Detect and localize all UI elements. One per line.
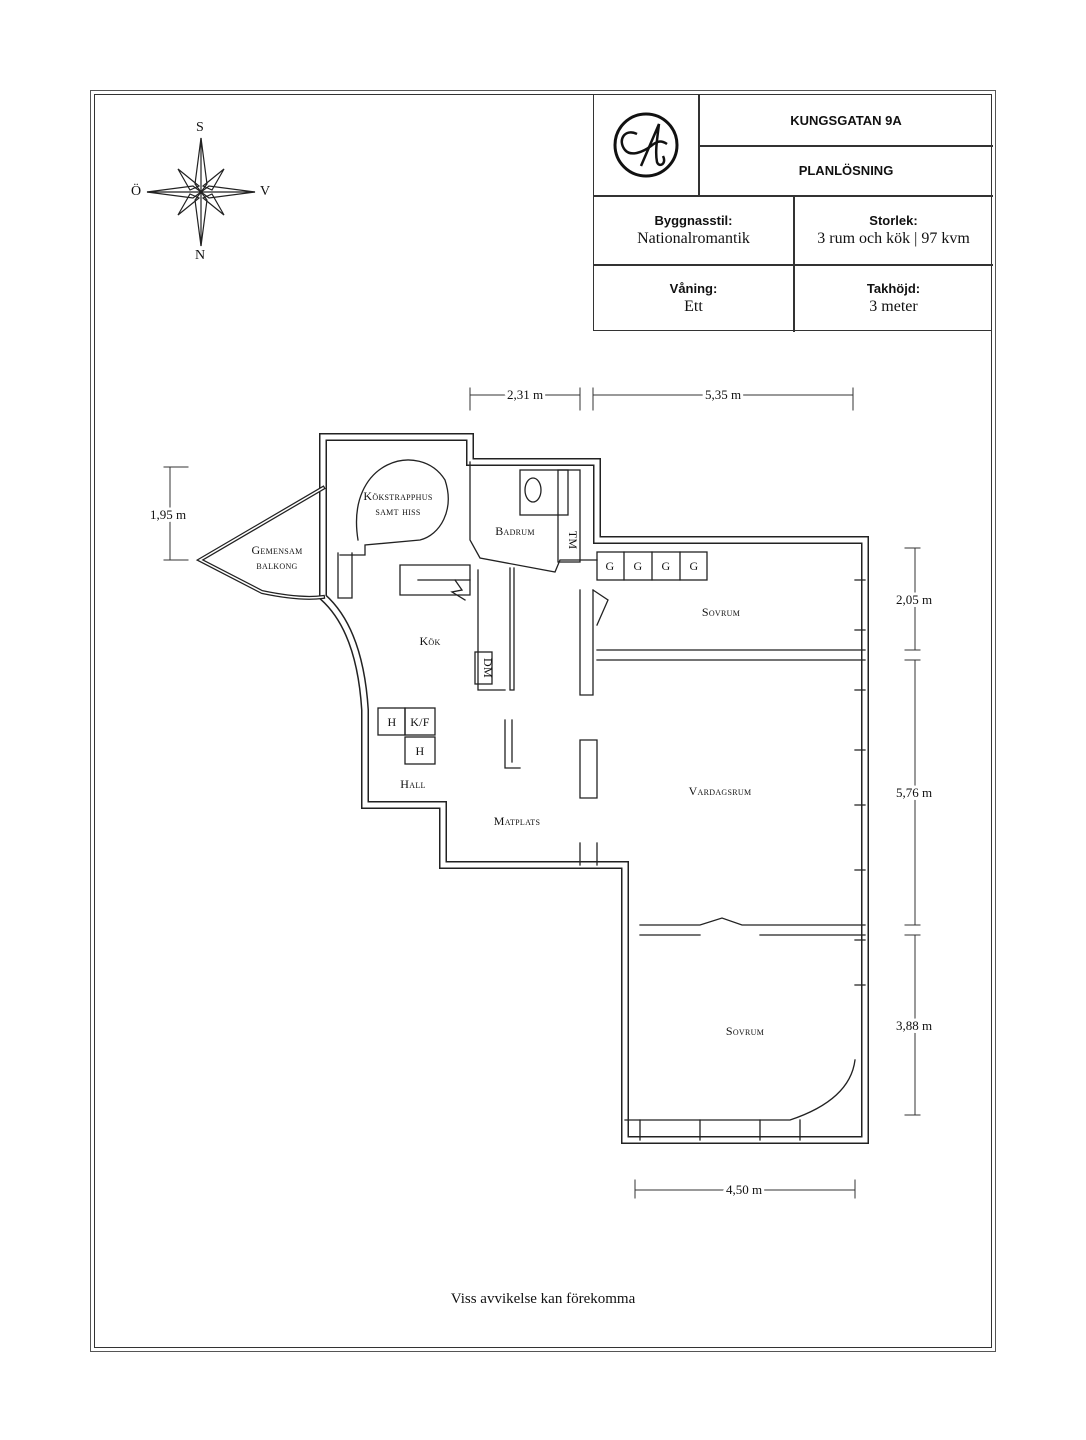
field-label: Våning: (669, 281, 718, 296)
dim-left: 1,95 m (150, 507, 186, 522)
room-label-stairwell: Kökstrapphus (363, 489, 432, 503)
room-label-bathroom: Badrum (495, 524, 535, 538)
room-label-bedroom: Sovrum (702, 605, 740, 619)
dim-top-left: 2,31 m (507, 387, 543, 402)
dimension-lines (163, 387, 921, 1199)
room-label-h: H (416, 744, 425, 758)
wardrobe-label: G (606, 559, 615, 573)
room-label-balcony: Gemensam (251, 543, 302, 557)
logo (594, 95, 698, 195)
outer-walls (319, 433, 869, 1144)
field-label: Byggnasstil: (654, 212, 733, 228)
room-label-balcony-sub: balkong (256, 558, 297, 572)
room-label-bedroom: Sovrum (726, 1024, 764, 1038)
field-floor: Våning: Ett (594, 265, 793, 332)
field-value: 3 rum och kök | 97 kvm (817, 229, 970, 247)
interior-walls (337, 459, 866, 1141)
room-label-h: H (388, 715, 397, 729)
room-label-tm: TM (566, 531, 580, 550)
compass-v: V (260, 184, 271, 199)
compass-o: Ö (131, 184, 142, 199)
wardrobe-label: G (634, 559, 643, 573)
dim-top-right: 5,35 m (705, 387, 741, 402)
compass-n: N (195, 248, 206, 263)
balcony-outline (195, 485, 326, 600)
dim-bottom: 4,50 m (726, 1182, 762, 1197)
inner-frame (94, 94, 992, 1348)
plan-subtitle: PLANLÖSNING (798, 163, 894, 178)
room-label-kitchen: Kök (419, 634, 440, 648)
field-label: Takhöjd: (866, 281, 921, 296)
room-label-living: Vardagsrum (689, 784, 752, 798)
disclaimer: Viss avvikelse kan förekomma (450, 1291, 636, 1307)
wardrobe-label: G (690, 559, 699, 573)
address-title: KUNGSGATAN 9A (790, 112, 902, 128)
room-label-hall: Hall (400, 777, 425, 791)
room-label-dm: DM (481, 658, 495, 678)
field-size: Storlek: 3 rum och kök | 97 kvm (794, 196, 993, 264)
outer-frame (90, 90, 996, 1352)
room-label-stairwell-sub: samt hiss (375, 504, 420, 518)
title-block: KUNGSGATAN 9A PLANLÖSNING Byggnasstil: N… (593, 94, 993, 332)
logo-icon (613, 112, 679, 178)
field-value: Ett (684, 298, 703, 315)
room-label-kf: K/F (410, 715, 430, 729)
dim-right-2: 5,76 m (896, 785, 932, 800)
dim-right-3: 3,88 m (896, 1018, 932, 1033)
field-label: Storlek: (869, 212, 918, 228)
field-style: Byggnasstil: Nationalromantik (594, 196, 793, 264)
field-ceiling: Takhöjd: 3 meter (794, 265, 993, 332)
compass-s: S (196, 120, 204, 135)
field-value: Nationalromantik (637, 229, 750, 247)
field-value: 3 meter (869, 298, 918, 315)
dim-right-1: 2,05 m (896, 592, 932, 607)
wardrobe-label: G (662, 559, 671, 573)
room-label-dining: Matplats (494, 814, 540, 828)
